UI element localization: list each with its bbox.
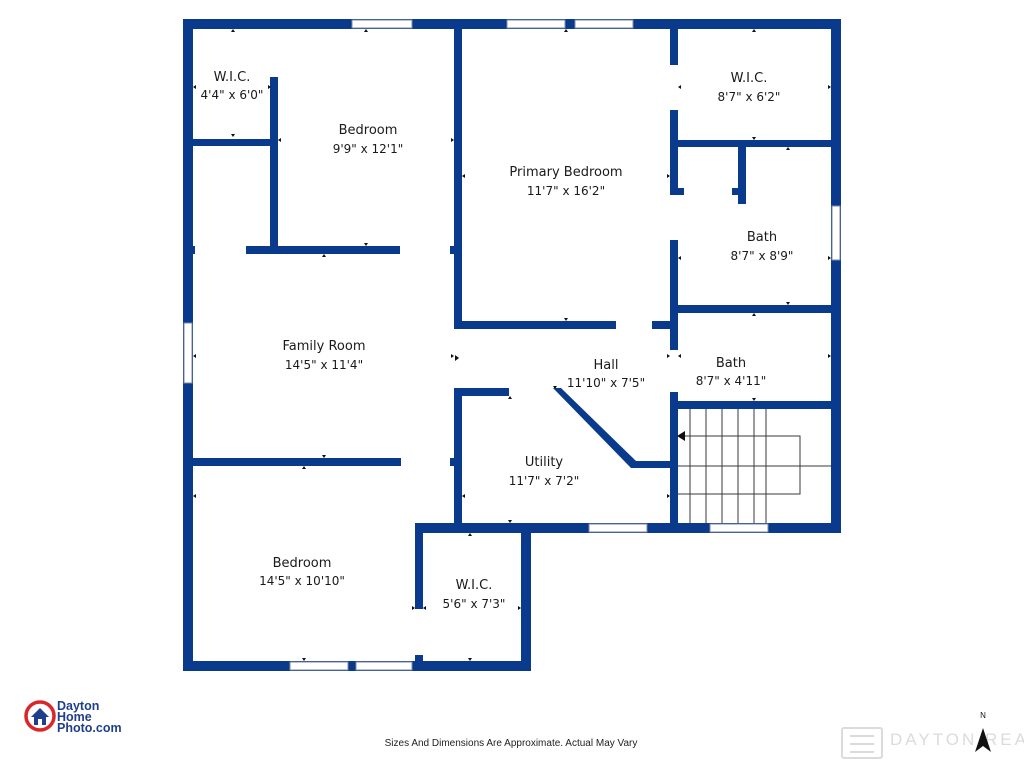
wall-bedroom1-bottom-b	[183, 246, 195, 254]
watermark-text: DAYTON REALTORS	[890, 730, 1024, 749]
room-name: Hall	[594, 358, 619, 373]
window-stairs-bottom	[709, 523, 769, 533]
wall-utility-left	[454, 388, 462, 533]
wall-wic2-bottom	[670, 140, 841, 147]
room-dimensions: 11'7" x 16'2"	[527, 184, 605, 198]
stair-arrow-icon	[677, 431, 685, 441]
room-dimensions: 14'5" x 10'10"	[259, 574, 345, 588]
room-name: Primary Bedroom	[509, 165, 622, 180]
wall-closet-bottom-a	[670, 188, 684, 195]
room-dimensions: 4'4" x 6'0"	[201, 88, 264, 102]
wall-bath1-bottom	[670, 305, 841, 313]
logo-line-3: Photo.com	[57, 721, 122, 735]
room-dimensions: 11'10" x 7'5"	[567, 376, 645, 390]
room-dimensions: 8'7" x 4'11"	[696, 374, 767, 388]
wall-primary-right-a	[670, 19, 678, 65]
room-bedroom-1: Bedroom 9'9" x 12'1"	[333, 123, 404, 156]
window-bedroom2-bottom-a	[289, 661, 349, 671]
dimension-ticks	[193, 29, 831, 661]
window-utility-bottom	[588, 523, 648, 533]
room-name: Bath	[716, 356, 746, 371]
room-wic-2: W.I.C. 8'7" x 6'2"	[718, 71, 781, 104]
wall-primary-left	[454, 19, 462, 329]
wall-primary-right-b	[670, 110, 678, 195]
window-family-left	[183, 322, 193, 384]
wall-utility-diagonal	[553, 388, 637, 468]
wall-closet-bottom-b	[732, 188, 746, 195]
wall-wic1-bottom	[183, 139, 276, 146]
wall-bath2-left	[670, 305, 678, 350]
wall-wic1-right	[270, 77, 278, 254]
room-name: W.I.C.	[731, 71, 768, 86]
room-name: Family Room	[283, 339, 366, 354]
outer-wall-wic3-right	[521, 523, 531, 671]
room-name: Bedroom	[273, 556, 332, 571]
window-bath1-right	[831, 205, 841, 261]
compass-label: N	[980, 711, 986, 720]
compass: N	[975, 711, 991, 752]
wall-primary-bottom-b	[652, 321, 678, 329]
room-name: Utility	[525, 455, 564, 470]
windows	[183, 19, 841, 671]
wall-family-bottom-a	[183, 458, 401, 466]
window-bedroom1-top	[351, 19, 413, 29]
window-primary-top-a	[506, 19, 566, 29]
window-bedroom2-bottom-b	[355, 661, 413, 671]
wall-primary-right-c	[670, 240, 678, 330]
room-primary-bedroom: Primary Bedroom 11'7" x 16'2"	[509, 165, 622, 198]
house-in-circle-icon	[24, 700, 56, 732]
room-name: W.I.C.	[456, 578, 493, 593]
wall-wic3-left-a	[415, 523, 423, 609]
wall-primary-bottom	[454, 321, 616, 329]
room-dimensions: 9'9" x 12'1"	[333, 142, 404, 156]
room-dimensions: 8'7" x 8'9"	[731, 249, 794, 263]
disclaimer-text: Sizes And Dimensions Are Approximate. Ac…	[385, 738, 638, 749]
wall-wic3-left-b	[415, 655, 423, 671]
room-name: Bath	[747, 230, 777, 245]
room-family-room: Family Room 14'5" x 11'4"	[283, 339, 366, 372]
dayton-home-photo-logo: Dayton Home Photo.com	[24, 699, 122, 735]
room-wic-3: W.I.C. 5'6" x 7'3"	[443, 578, 506, 611]
outer-wall-right	[831, 19, 841, 533]
wall-closet-right	[738, 140, 746, 204]
logo-line-2: Home	[57, 710, 92, 724]
north-arrow-icon	[975, 728, 991, 752]
logo-line-1: Dayton	[57, 699, 99, 713]
room-utility: Utility 11'7" x 7'2"	[509, 455, 580, 488]
room-hall: Hall 11'10" x 7'5"	[567, 358, 645, 390]
wall-bedroom1-bottom-a	[246, 246, 400, 254]
room-bath-2: Bath 8'7" x 4'11"	[696, 356, 767, 388]
room-name: Bedroom	[339, 123, 398, 138]
room-dimensions: 14'5" x 11'4"	[285, 358, 363, 372]
realtors-watermark-icon	[841, 727, 883, 759]
wall-bath2-bottom	[670, 401, 841, 409]
wall-utility-top	[454, 388, 509, 396]
room-dimensions: 5'6" x 7'3"	[443, 597, 506, 611]
room-wic-1: W.I.C. 4'4" x 6'0"	[201, 70, 264, 102]
wall-utility-top-right	[631, 461, 678, 468]
room-bedroom-2: Bedroom 14'5" x 10'10"	[259, 556, 345, 588]
staircase	[678, 409, 831, 523]
room-dimensions: 11'7" x 7'2"	[509, 474, 580, 488]
room-dimensions: 8'7" x 6'2"	[718, 90, 781, 104]
room-name: W.I.C.	[214, 70, 251, 85]
window-primary-top-b	[574, 19, 634, 29]
room-bath-1: Bath 8'7" x 8'9"	[731, 230, 794, 263]
realtors-watermark: DAYTON REALTORS	[841, 727, 1024, 759]
